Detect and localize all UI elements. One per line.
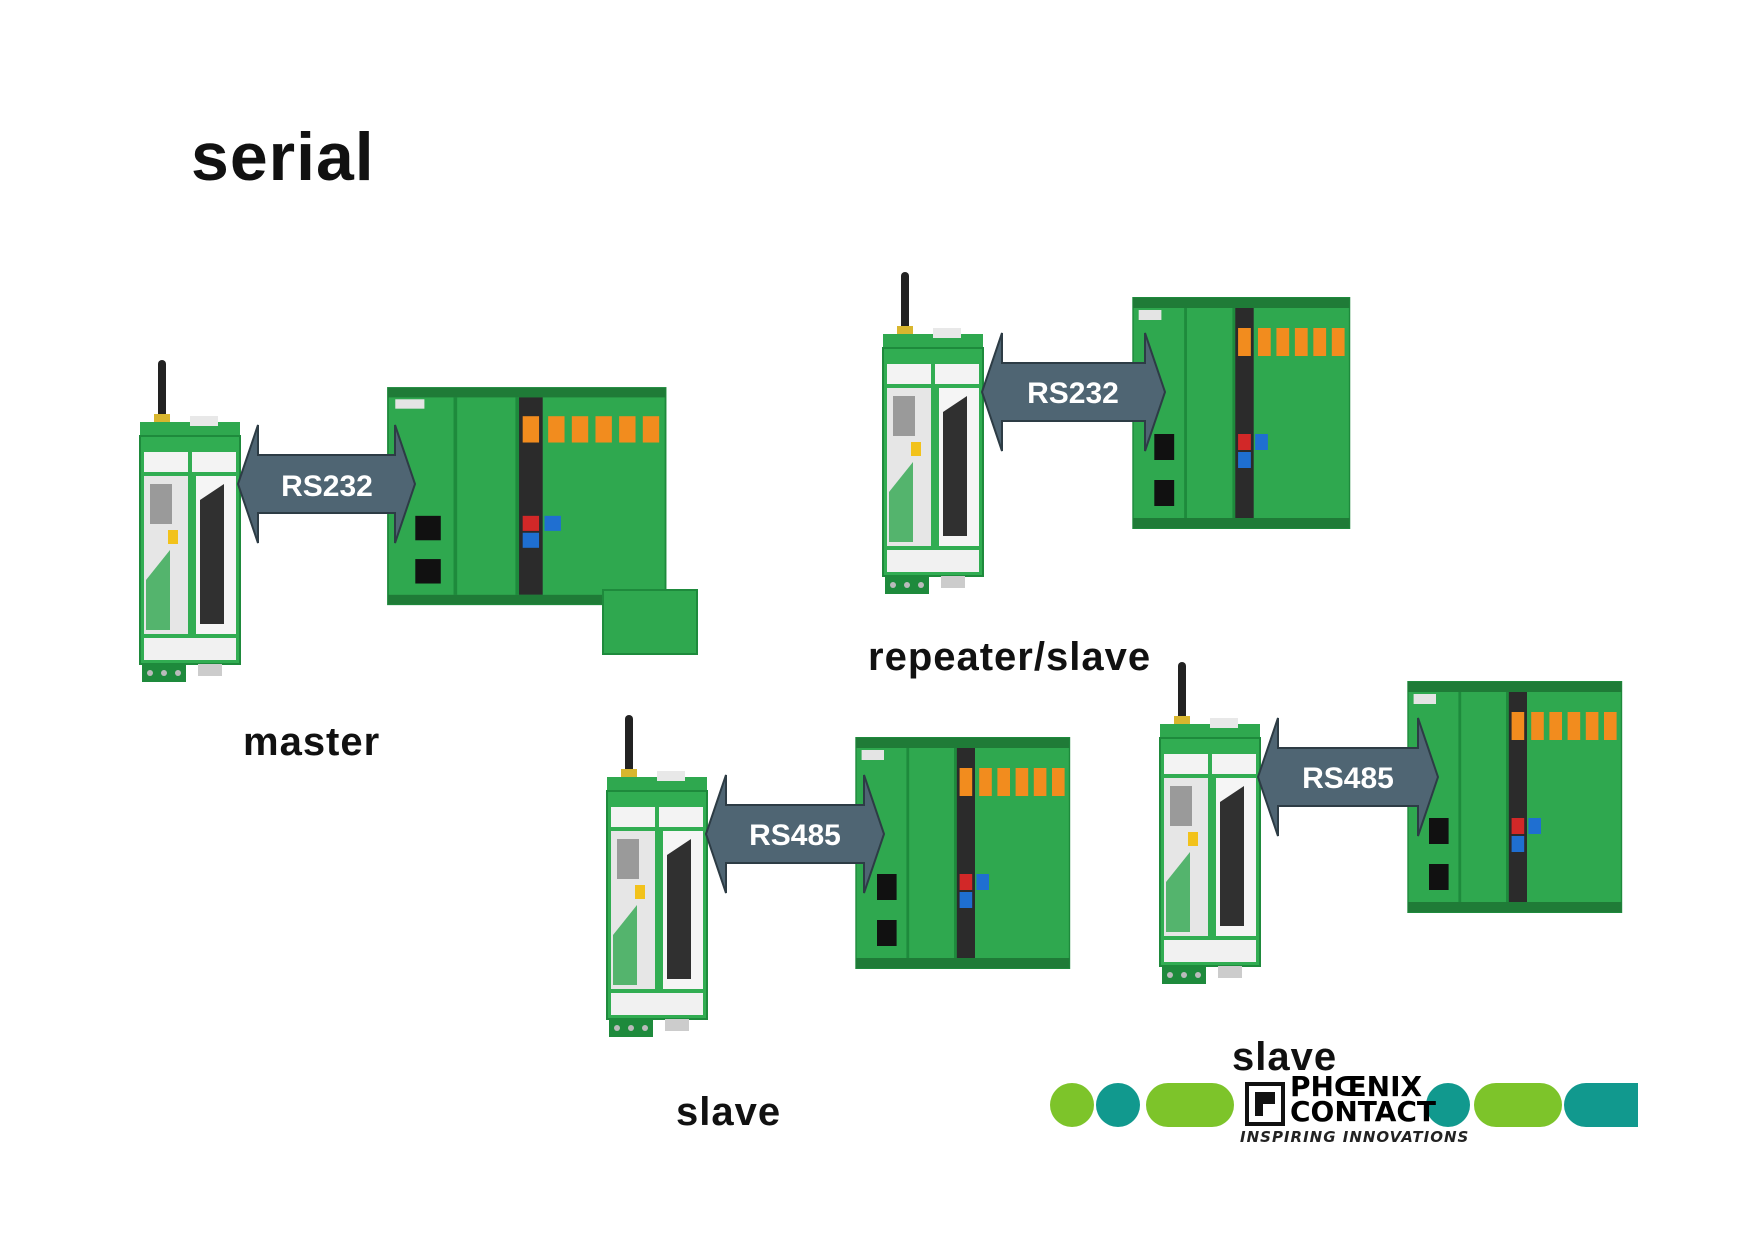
radio-module-repeater xyxy=(882,271,984,595)
link-label: RS485 xyxy=(749,819,841,852)
radio-module-master xyxy=(139,359,241,683)
link-arrow-rs232-2 xyxy=(980,332,1167,452)
link-label: RS485 xyxy=(1302,762,1394,795)
page-title: serial xyxy=(191,119,375,195)
radio-module-slave-left xyxy=(606,714,708,1038)
controller-slave-left xyxy=(855,737,1071,969)
logo-line1: PHŒNIX xyxy=(1290,1070,1423,1103)
io-extension xyxy=(602,589,698,655)
link-arrow-rs485-1 xyxy=(704,774,886,894)
caption-slave-left: slave xyxy=(676,1090,782,1134)
controller-master xyxy=(387,387,667,606)
link-label: RS232 xyxy=(281,470,373,503)
logo-tagline: INSPIRING INNOVATIONS xyxy=(1240,1128,1470,1146)
radio-module-slave-right xyxy=(1159,661,1261,985)
link-arrow-rs485-2 xyxy=(1256,717,1440,837)
caption-slave-right: slave xyxy=(1232,1035,1338,1079)
caption-repeater: repeater/slave xyxy=(868,635,1152,679)
logo-dots xyxy=(1050,1083,1638,1127)
logo-line2: CONTACT xyxy=(1290,1095,1437,1128)
link-arrow-rs232-1 xyxy=(236,424,417,544)
link-label: RS232 xyxy=(1027,377,1119,410)
caption-master: master xyxy=(243,720,381,764)
controller-slave-right xyxy=(1407,681,1623,913)
controller-repeater xyxy=(1132,297,1351,529)
phoenix-logo-icon xyxy=(1245,1082,1285,1126)
